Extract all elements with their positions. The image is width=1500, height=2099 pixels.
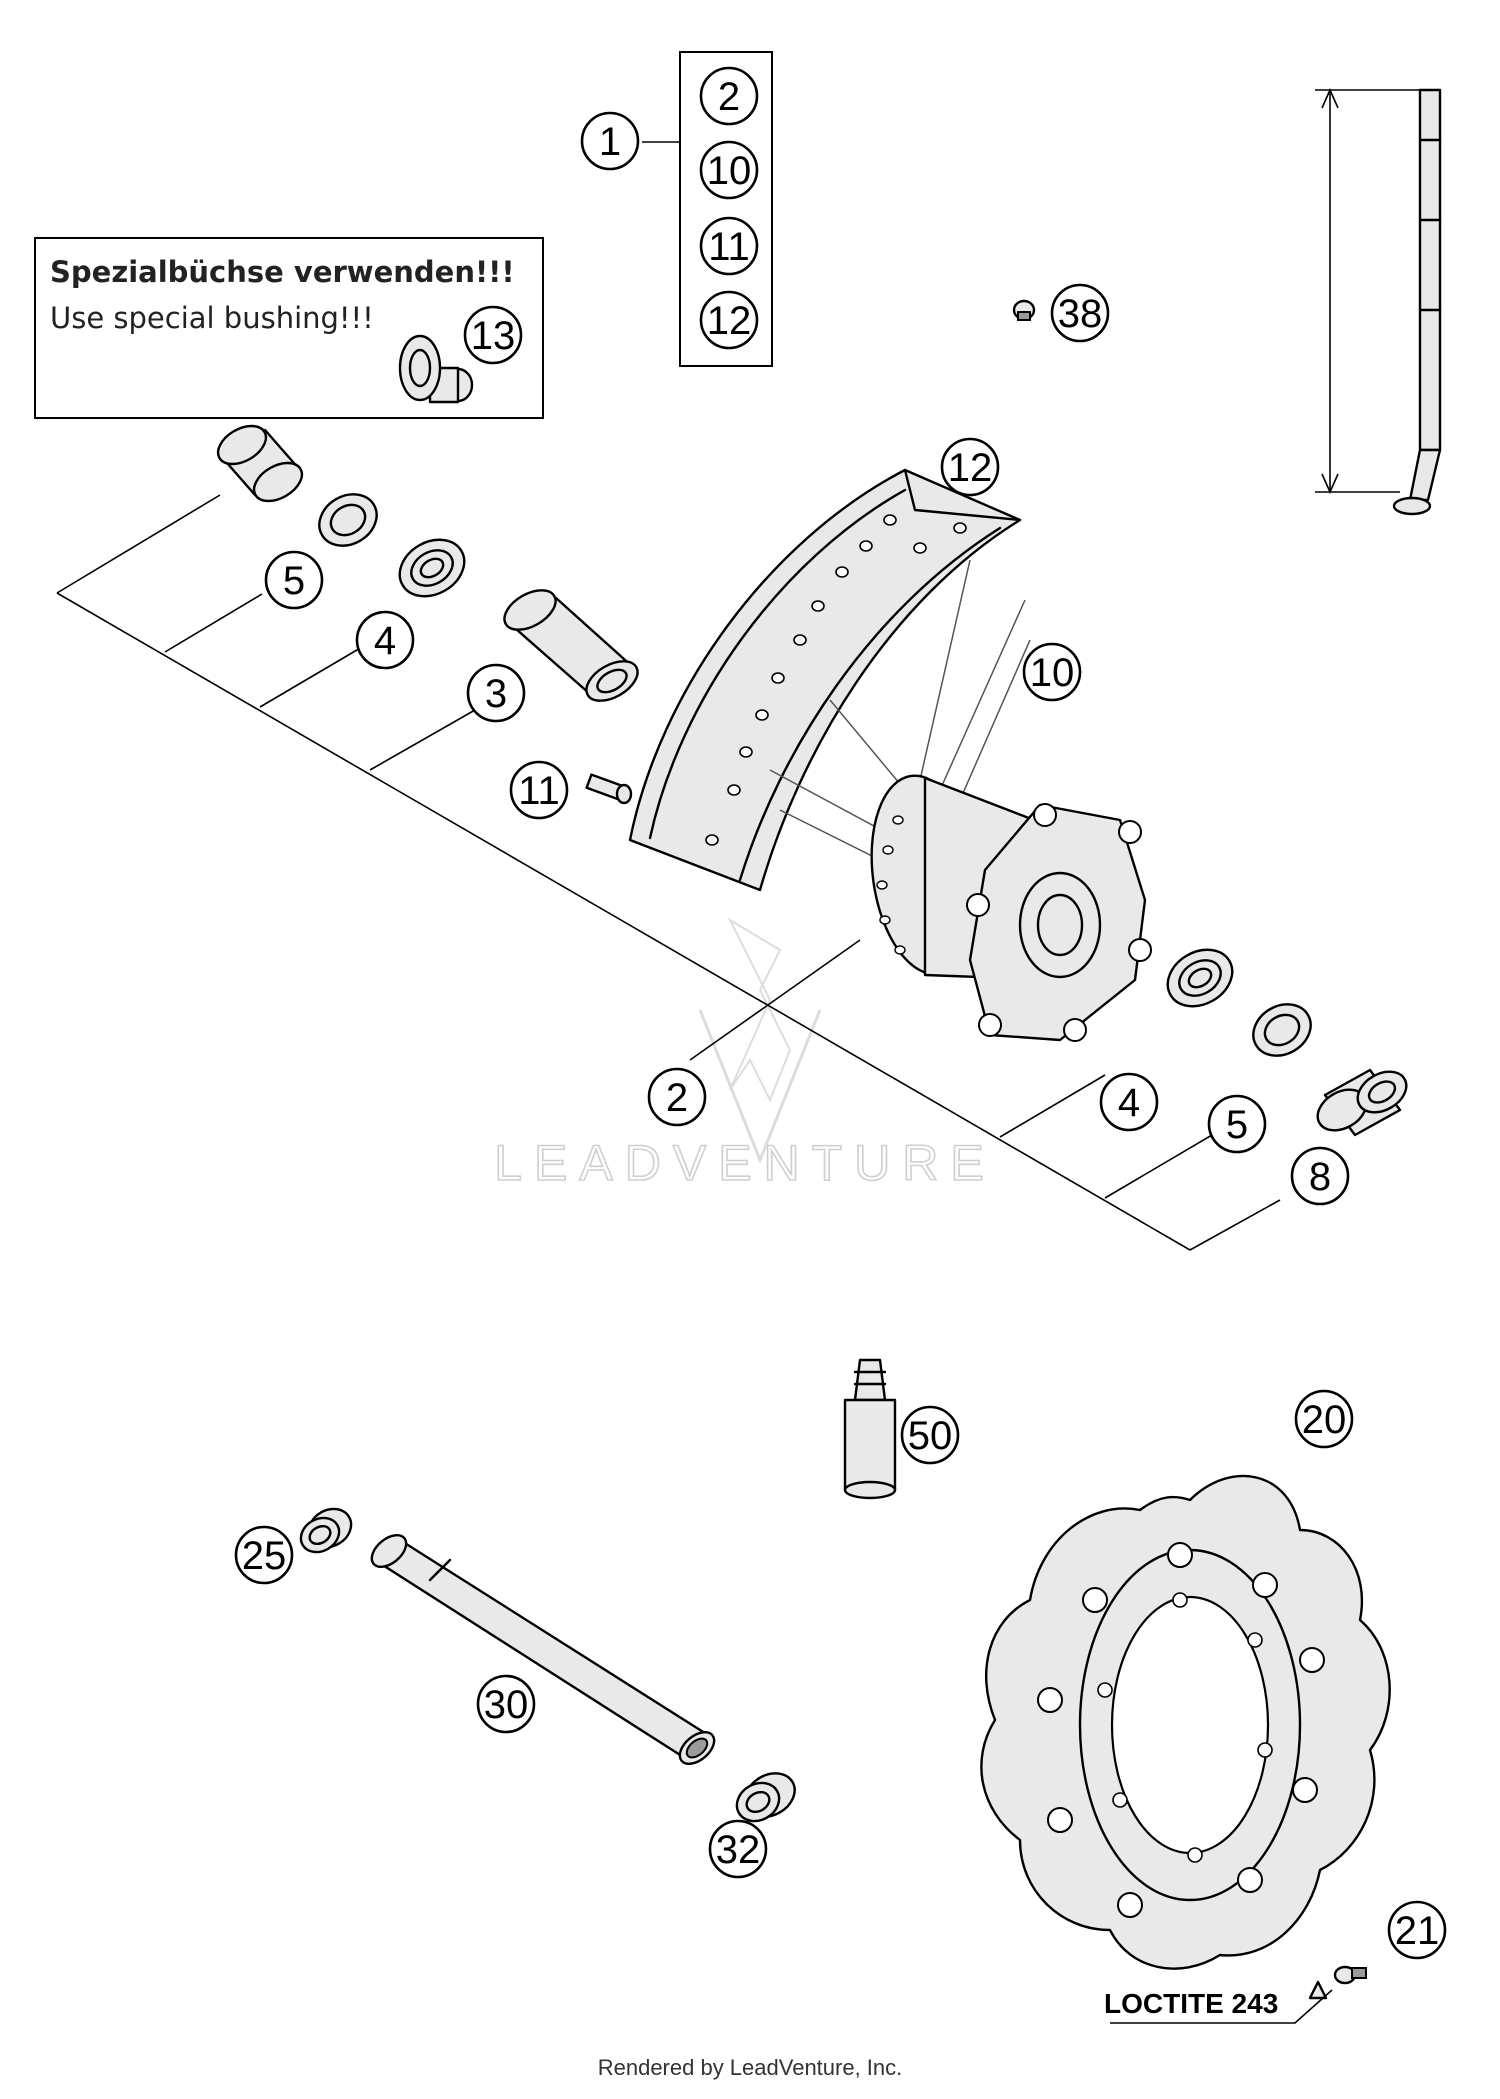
sleeve-part [503,589,639,702]
callout-circle [476,1674,536,1734]
callout-number: 12 [948,446,993,490]
special-bushing-part [398,334,474,404]
callout-number: 21 [1395,1909,1440,1953]
callout-number: 20 [1302,1398,1347,1442]
note-title: Spezialbüchse verwenden!!! [50,255,515,289]
callout-bubble: 32 [708,1819,768,1879]
callout-bubble: 12 [940,437,1000,497]
callout-bubble: 12 [699,290,759,350]
callout-circle [234,1525,294,1585]
callout-bubble: 5 [264,550,324,610]
callout-number: 2 [718,75,740,119]
callout-circle [1207,1094,1267,1154]
callout-bubble: 21 [1387,1900,1447,1960]
callout-number: 25 [242,1534,287,1578]
callout-number: 50 [908,1414,953,1458]
callout-bubble: 5 [1207,1094,1267,1154]
callout-circle [264,550,324,610]
callout-circle [1294,1389,1354,1449]
callout-circle [1290,1146,1350,1206]
callout-circle [509,760,569,820]
callout-number: 4 [1118,1081,1140,1125]
seal-part [318,493,378,547]
callout-bubble: 4 [355,610,415,670]
axle-clamp-nut-part [735,1772,796,1823]
axle-part [370,1533,716,1766]
watermark-text: LEADVENTURE [494,1135,996,1191]
callout-bubble: 1 [580,111,640,171]
callout-bubble: 2 [647,1067,707,1127]
callout-circle [463,305,523,365]
bearing-part-right [1166,948,1234,1008]
callout-number: 10 [707,149,752,193]
callout-bubble: 20 [1294,1389,1354,1449]
callout-number: 10 [1030,651,1075,695]
callout-bubble: 4 [1099,1072,1159,1132]
callout-number: 11 [518,769,560,813]
callout-circle [699,216,759,276]
spoke-part [1315,88,1442,516]
callout-circle [647,1067,707,1127]
loctite-leader [1110,1989,1333,2024]
callout-number: 32 [716,1828,761,1872]
callout-circle [940,437,1000,497]
callout-bubble: 25 [234,1525,294,1585]
callout-circle [355,610,415,670]
bearing-part-left [398,538,466,598]
callout-circle [699,66,759,126]
callout-bubble: 50 [900,1405,960,1465]
callout-bubble: 11 [509,760,569,820]
spacer-part-right [1316,1068,1408,1137]
callout-circle [699,140,759,200]
callout-number: 5 [1226,1103,1248,1147]
callout-bubble: 8 [1290,1146,1350,1206]
callout-number: 38 [1058,292,1103,336]
axle-nut-part [299,1507,353,1554]
callout-circle [1099,1072,1159,1132]
callout-number: 11 [708,225,750,269]
callout-bubble: 10 [699,140,759,200]
part-38-nipple [1012,299,1036,321]
callout-number: 4 [374,619,396,663]
callout-circle [1022,642,1082,702]
callout-circle [1050,283,1110,343]
callout-number: 3 [485,672,507,716]
callout-bubble: 2 [699,66,759,126]
watermark-logo [698,917,822,1165]
footer-credit: Rendered by LeadVenture, Inc. [598,2055,903,2080]
callout-bubble: 38 [1050,283,1110,343]
callout-number: 1 [599,120,621,164]
callout-number: 8 [1309,1155,1331,1199]
callout-bubble: 13 [463,305,523,365]
spacer-part [216,424,304,503]
callout-bubble: 30 [476,1674,536,1734]
callout-circle [466,663,526,723]
seal-part-right [1252,1003,1312,1057]
callout-circle [900,1405,960,1465]
callout-bubble: 3 [466,663,526,723]
callout-number: 12 [707,299,752,343]
brake-disc-part [980,1474,1391,1970]
callout-number: 30 [484,1683,529,1727]
callout-circle [580,111,640,171]
disc-screw-part [1308,1965,1367,2000]
note-subtitle: Use special bushing!!! [50,301,374,335]
assembly-axis-line [56,592,1191,1251]
callout-number: 2 [666,1076,688,1120]
callout-circle [708,1819,768,1879]
callout-circle [1387,1900,1447,1960]
callout-number: 13 [471,314,516,358]
loctite-bottle-part [843,1358,897,1500]
hub-part [870,774,1152,1042]
callout-circle [699,290,759,350]
callout-number: 5 [283,559,305,603]
callout-bubble: 11 [699,216,759,276]
callout-bubble: 10 [1022,642,1082,702]
valve-part [585,773,633,805]
loctite-label: LOCTITE 243 [1104,1988,1278,2019]
